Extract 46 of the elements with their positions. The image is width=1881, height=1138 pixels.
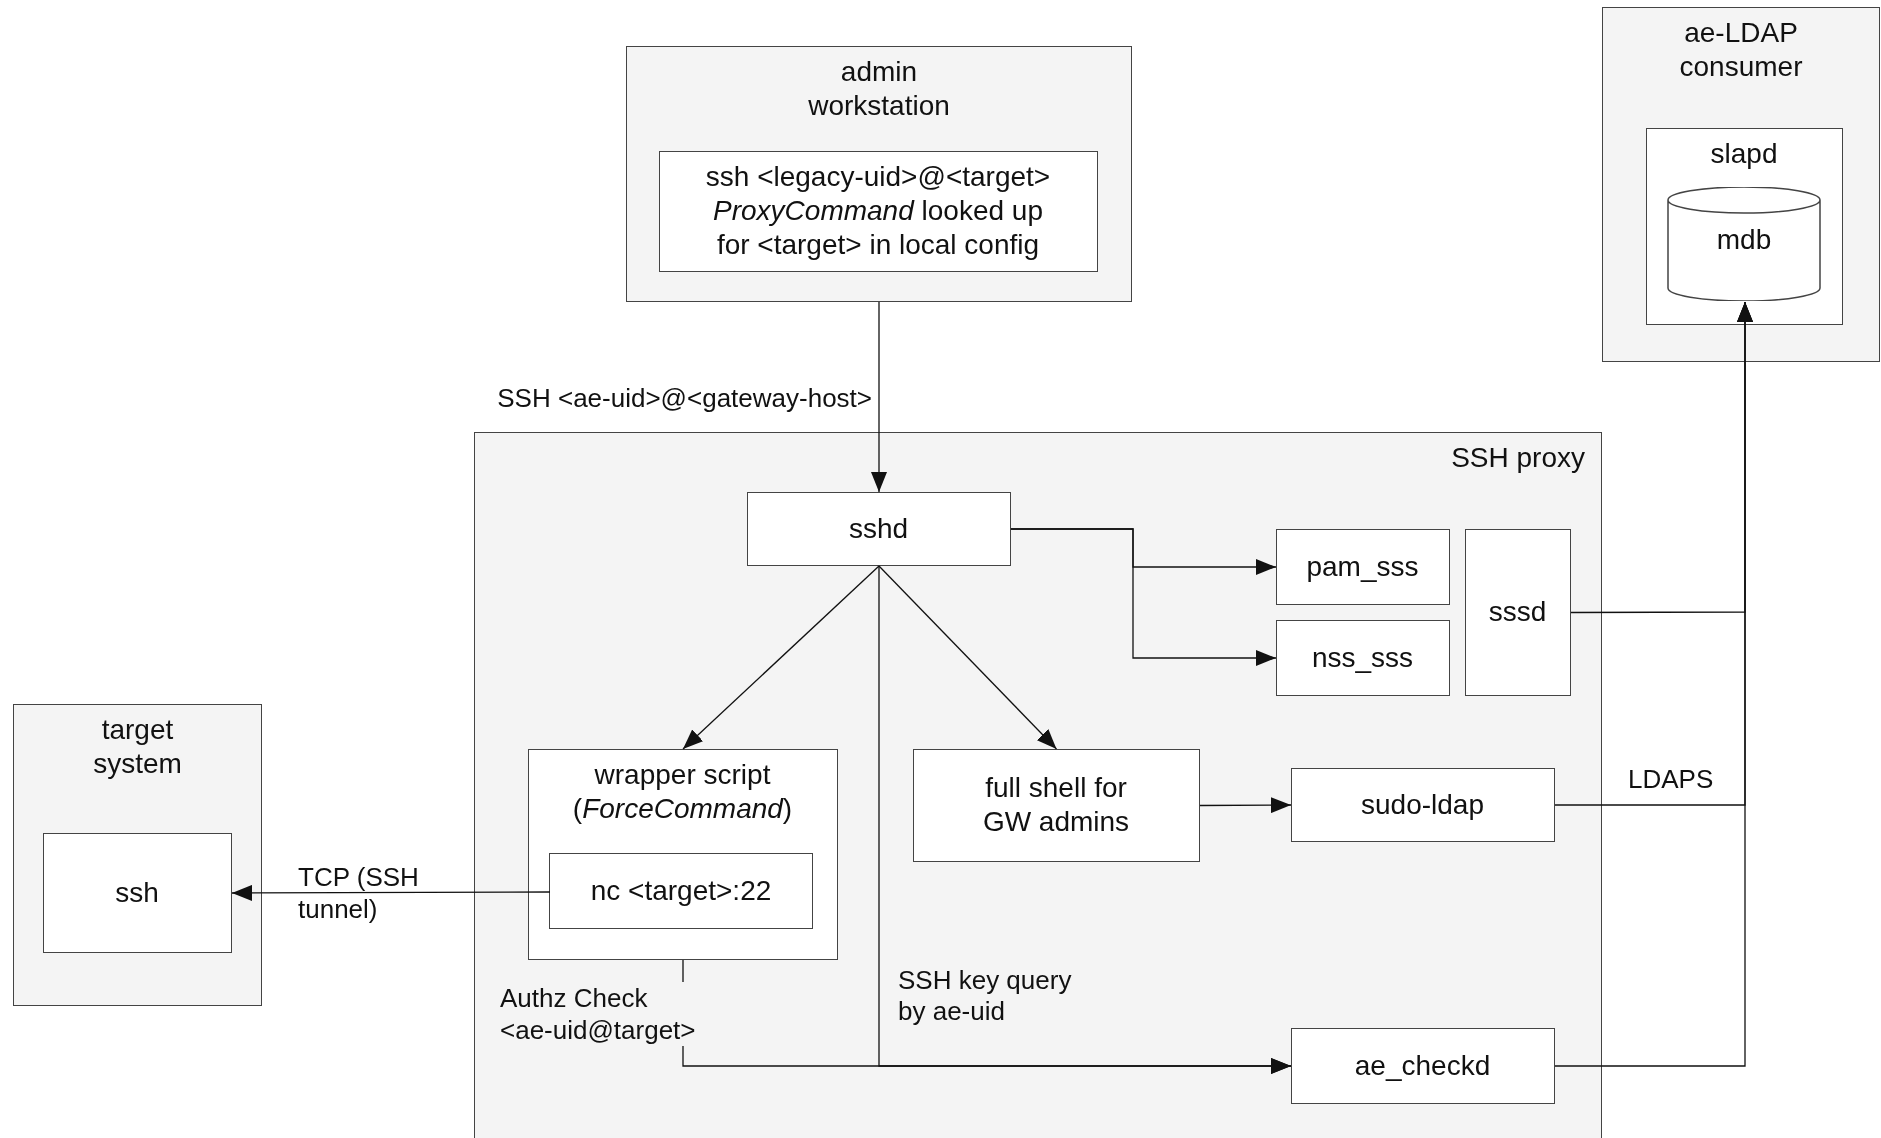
module-box (1275, 619, 1450, 696)
edge-label: SSH <ae-uid>@<gateway-host> (496, 383, 872, 414)
arrow (1010, 528, 1277, 666)
process-box (1464, 528, 1571, 696)
node-label: sshd (848, 511, 909, 546)
arrow (231, 884, 551, 901)
node-label: nc <target>:22 (590, 874, 772, 908)
server-box (1602, 7, 1880, 362)
edge-label: TCP (SSH tunnel) (298, 861, 420, 925)
node-label: wrapper script (ForceCommand) (571, 757, 794, 826)
process-box (42, 832, 232, 953)
arrow (871, 301, 887, 493)
process-box (746, 491, 1011, 566)
node-label: SSH proxy (1451, 441, 1585, 475)
database-cylinder (1667, 187, 1821, 301)
node-label: slapd (1709, 136, 1779, 171)
node-label: mdb (1715, 223, 1773, 257)
node-label: admin workstation (807, 55, 951, 123)
node-label: sudo-ldap (1361, 787, 1484, 822)
workstation-box (626, 46, 1132, 302)
node-label: ssh (115, 875, 159, 910)
process-box (1290, 1027, 1555, 1104)
arrow (682, 959, 1292, 1074)
edge-label: LDAPS (1628, 764, 1715, 795)
node-label: ae-LDAP consumer (1678, 16, 1804, 84)
service-box (1645, 127, 1843, 325)
system-box (13, 704, 262, 1006)
command-box (658, 150, 1098, 272)
proxy-box (474, 432, 1602, 1138)
node-label: pam_sss (1306, 549, 1419, 584)
arrow (878, 565, 1058, 750)
node-label: sssd (1488, 595, 1547, 629)
command-box (549, 853, 813, 929)
module-box (1275, 528, 1450, 605)
shell-box (912, 748, 1200, 862)
node-label: nss_sss (1311, 640, 1414, 675)
script-box (527, 748, 838, 960)
node-label: target system (92, 713, 183, 781)
arrow (1199, 797, 1292, 814)
arrow (1554, 301, 1753, 1067)
module-box (1290, 767, 1555, 842)
node-label: ssh <legacy-uid>@<target> ProxyCommand looked up for <target> in local config (704, 160, 1052, 262)
node-label: ae_checkd (1354, 1048, 1491, 1083)
arrow (682, 565, 880, 750)
node-label: full shell for GW admins (981, 771, 1131, 839)
edge-label: SSH key query by ae-uid (898, 965, 1073, 1027)
